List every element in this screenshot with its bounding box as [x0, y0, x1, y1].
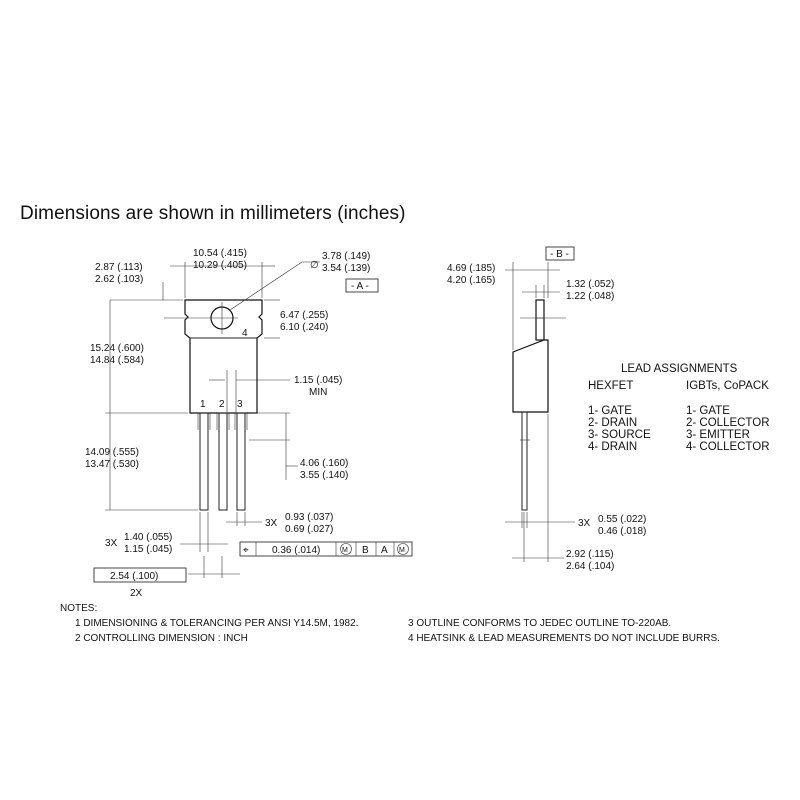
lead-1	[199, 412, 209, 511]
igbt-pin: 4- COLLECTOR	[686, 441, 770, 453]
mmc-symbol: M	[342, 547, 348, 554]
note-item: 3 OUTLINE CONFORMS TO JEDEC OUTLINE TO-2…	[408, 618, 671, 629]
dim-lead-len-max: 14.09 (.555)	[85, 447, 139, 458]
notes: NOTES: 1 DIMENSIONING & TOLERANCING PER …	[60, 603, 720, 644]
lead-3	[236, 412, 246, 511]
dim-depth-min: 4.20 (.165)	[447, 275, 495, 286]
igbt-pin: 1- GATE	[686, 405, 730, 417]
igbt-pin: 2- COLLECTOR	[686, 417, 770, 429]
note-item: 1 DIMENSIONING & TOLERANCING PER ANSI Y1…	[75, 618, 358, 629]
dim-spacing: 2.54 (.100)	[110, 571, 158, 582]
datum-b-label: - B -	[550, 249, 569, 260]
hexfet-pin: 4- DRAIN	[588, 441, 637, 453]
dim-hole-pos-min: 6.10 (.240)	[280, 322, 328, 333]
tolerance-frame: ⌖ 0.36 (.014) M B A M	[239, 541, 413, 557]
dim-side-tab-max: 1.32 (.052)	[566, 279, 614, 290]
dim-shoulder-min: MIN	[309, 387, 327, 398]
note-item: 4 HEATSINK & LEAD MEASUREMENTS DO NOT IN…	[408, 633, 720, 644]
position-symbol: ⌖	[243, 545, 249, 556]
pin-label: 1	[200, 399, 206, 410]
dim-lead-len-min: 13.47 (.530)	[85, 459, 139, 470]
side-body	[512, 339, 549, 413]
hexfet-pin: 3- SOURCE	[588, 429, 651, 441]
lead-2	[218, 412, 228, 511]
lead-assignments-title: LEAD ASSIGNMENTS	[621, 363, 738, 375]
dim-offset-min: 2.64 (.104)	[566, 561, 614, 572]
diameter-symbol: ∅	[310, 260, 319, 271]
tab-pin-label: 4	[242, 328, 248, 339]
datum-a-label: - A -	[351, 281, 369, 292]
side-tab	[535, 299, 545, 341]
dim-spacing-mult: 2X	[130, 588, 143, 599]
datum-b-box	[545, 246, 575, 261]
datum-a-box	[345, 278, 379, 293]
igbt-title: IGBTs, CoPACK	[686, 380, 769, 392]
notes-heading: NOTES:	[60, 603, 97, 614]
dim-lead-w-max: 0.93 (.037)	[285, 512, 333, 523]
dim-tab-min: 2.62 (.103)	[95, 274, 143, 285]
front-view: 1 2 3 4 10.54 (.415) 10.29 (.405) 2.87 (…	[85, 248, 413, 599]
mmc-symbol: M	[399, 547, 405, 554]
dim-depth-max: 4.69 (.185)	[447, 263, 495, 274]
lead-assignments: LEAD ASSIGNMENTS HEXFET IGBTs, CoPACK 1-…	[588, 363, 770, 453]
pin-label: 3	[237, 399, 243, 410]
dim-lead-t-min: 0.46 (.018)	[598, 526, 646, 537]
hexfet-pin: 1- GATE	[588, 405, 632, 417]
dim-lead-w-min: 0.69 (.027)	[285, 524, 333, 535]
leads	[197, 412, 248, 511]
side-lead	[521, 411, 528, 511]
dim-hole-max: 3.78 (.149)	[322, 251, 370, 262]
dim-spacing-box	[93, 567, 187, 583]
note-item: 2 CONTROLLING DIMENSION : INCH	[75, 633, 248, 644]
hexfet-title: HEXFET	[588, 380, 633, 392]
dim-width-min: 10.29 (.405)	[193, 260, 247, 271]
dim-lead-t-max: 0.55 (.022)	[598, 514, 646, 525]
dim-width-max: 10.54 (.415)	[193, 248, 247, 259]
dim-height-min: 14.84 (.584)	[90, 355, 144, 366]
dim-pitch-max: 1.40 (.055)	[124, 532, 172, 543]
igbt-pin: 3- EMITTER	[686, 429, 750, 441]
dim-offset-max: 2.92 (.115)	[566, 549, 614, 560]
dim-lead-w-mult: 3X	[265, 518, 278, 529]
dim-hole-min: 3.54 (.139)	[322, 263, 370, 274]
dim-lead-t-mult: 3X	[578, 518, 591, 529]
side-view: - B - 4.69 (.185) 4.20 (.165) 1.32 (.052…	[447, 246, 646, 572]
datum-ref-b: B	[362, 545, 369, 556]
hexfet-pin: 2- DRAIN	[588, 417, 637, 429]
page-title: Dimensions are shown in millimeters (inc…	[20, 203, 406, 224]
dim-hole-pos-max: 6.47 (.255)	[280, 310, 328, 321]
dim-lead-extra-max: 4.06 (.160)	[300, 458, 348, 469]
dim-pitch-mult: 3X	[105, 538, 118, 549]
tolerance-value: 0.36 (.014)	[272, 545, 320, 556]
datum-ref-a: A	[381, 545, 388, 556]
dim-lead-extra-min: 3.55 (.140)	[300, 470, 348, 481]
dim-tab-max: 2.87 (.113)	[95, 262, 143, 273]
pin-label: 2	[219, 399, 225, 410]
dim-height-max: 15.24 (.600)	[90, 343, 144, 354]
dim-side-tab-min: 1.22 (.048)	[566, 291, 614, 302]
dim-pitch-min: 1.15 (.045)	[124, 544, 172, 555]
dim-shoulder: 1.15 (.045)	[294, 375, 342, 386]
